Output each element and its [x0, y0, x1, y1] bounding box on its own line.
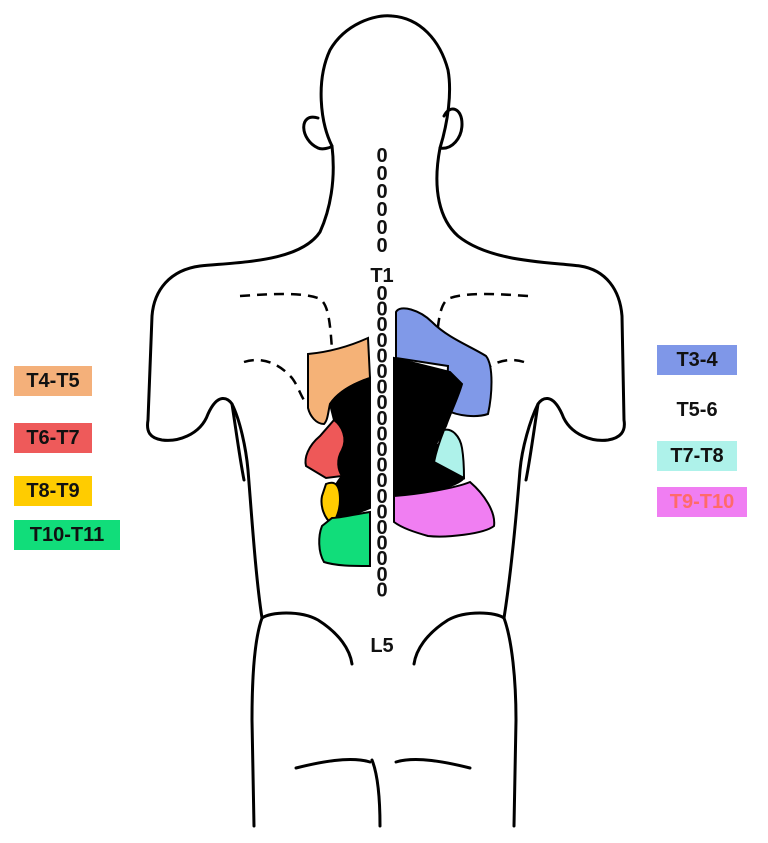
vertebra-mark: 0 [376, 408, 387, 430]
dermatome-regions [304, 307, 496, 568]
torso-outline-right [435, 146, 626, 828]
vertebra-mark: 0 [376, 199, 387, 221]
legend-label: T6-T7 [26, 427, 80, 449]
left-scapula-dash [239, 292, 334, 351]
vertebra-mark: 0 [376, 579, 387, 601]
buttocks-outline [260, 611, 354, 666]
region-t5-6-right [393, 356, 466, 498]
vertebra-mark: 0 [376, 517, 387, 539]
right-scapula-dash [434, 292, 529, 351]
legend-item-t7-t8: T7-T8 [657, 441, 737, 471]
vertebra-mark: 0 [376, 486, 387, 508]
legend-label: T10-T11 [29, 524, 105, 546]
vertebra-mark: 0 [376, 548, 387, 570]
vertebra-mark: 0 [376, 314, 387, 336]
legend-item-t10-t11: T10-T11 [14, 520, 120, 550]
legend-label: T4-T5 [26, 370, 80, 392]
head-outline [302, 14, 464, 151]
spine-top-label: T1 [370, 265, 393, 287]
vertebra-mark: 0 [376, 283, 387, 305]
legend-item-t3-4: T3-4 [657, 345, 737, 375]
region-t3-4 [395, 307, 493, 418]
vertebra-mark: 0 [376, 533, 387, 555]
left-arm-inner [230, 402, 246, 482]
region-t10-t11 [318, 510, 371, 568]
vertebra-mark: 0 [376, 181, 387, 203]
vertebra-mark: 0 [376, 235, 387, 257]
vertebra-mark: 0 [376, 330, 387, 352]
gluteal-cleft [370, 758, 382, 828]
vertebra-mark: 0 [376, 345, 387, 367]
vertebra-mark: 0 [376, 392, 387, 414]
region-t6-t7 [304, 418, 346, 480]
vertebra-mark: 0 [376, 377, 387, 399]
body-outline [146, 14, 626, 828]
vertebra-mark: 0 [376, 163, 387, 185]
legend-label: T5-6 [676, 399, 718, 421]
vertebra-mark: 0 [376, 564, 387, 586]
torso-outline [146, 144, 335, 828]
left-scapula-lower-dash [243, 358, 306, 401]
region-t7-t8 [432, 428, 466, 480]
legend-item-t6-t7: T6-T7 [14, 423, 92, 453]
legend-item-t8-t9: T8-T9 [14, 476, 92, 506]
legend-label: T3-4 [676, 349, 718, 371]
buttocks-outline-right [412, 611, 506, 666]
legend-label: T9-T10 [669, 491, 735, 513]
legend-item-t9-t10: T9-T10 [657, 487, 747, 517]
vertebra-mark: 0 [376, 217, 387, 239]
region-t9-t10 [393, 480, 496, 538]
region-t8-t9 [320, 481, 342, 526]
vertebra-mark: 0 [376, 145, 387, 167]
vertebra-mark: 0 [376, 439, 387, 461]
spine-bottom-label: L5 [370, 635, 393, 657]
legend-item-t5-6: T5-6 [657, 395, 737, 425]
vertebra-mark: 0 [376, 455, 387, 477]
vertebra-mark: 0 [376, 423, 387, 445]
gluteal-fold-right [394, 758, 472, 770]
legend-label: T7-T8 [670, 445, 724, 467]
legend-item-t4-t5: T4-T5 [14, 366, 92, 396]
legend-label: T8-T9 [26, 480, 80, 502]
right-arm-inner [524, 402, 540, 482]
vertebra-mark: 0 [376, 501, 387, 523]
vertebra-mark: 0 [376, 470, 387, 492]
gluteal-fold-left [294, 758, 372, 770]
vertebra-mark: 0 [376, 299, 387, 321]
vertebra-mark: 0 [376, 361, 387, 383]
